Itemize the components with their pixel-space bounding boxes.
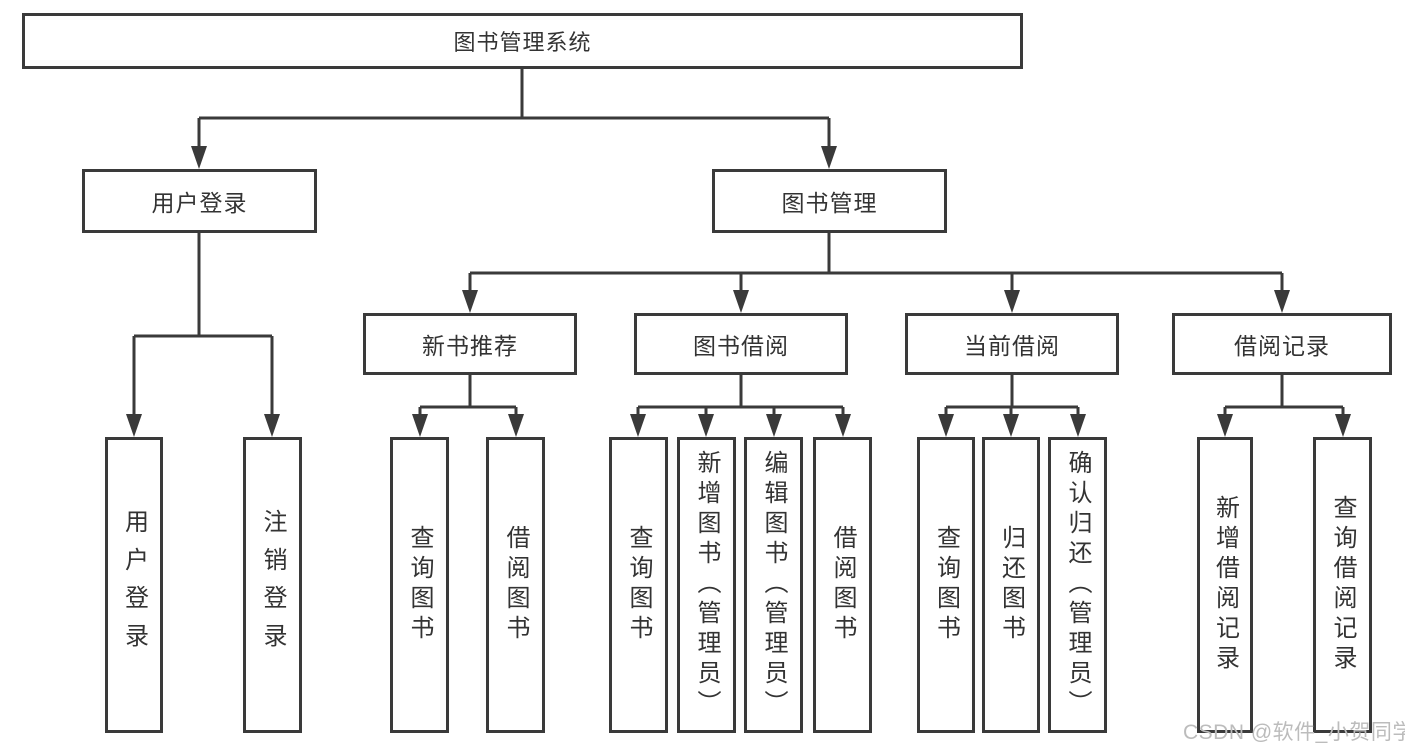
leaf-label: 查询图书 <box>625 525 652 645</box>
leaf-add-borrow-record: 新增借阅记录 <box>1197 437 1253 733</box>
leaf-borrow-books-recommend: 借阅图书 <box>486 437 545 733</box>
leaf-label: 归还图书 <box>997 525 1025 645</box>
leaf-confirm-return-admin: 确认归还（管理员） <box>1048 437 1107 733</box>
node-label: 当前借阅 <box>964 333 1060 359</box>
node-label: 图书管理系统 <box>453 30 592 55</box>
leaf-query-books-recommend: 查询图书 <box>390 437 449 733</box>
leaf-edit-books-admin: 编辑图书（管理员） <box>744 437 803 733</box>
node-new-book-recommend: 新书推荐 <box>363 313 577 375</box>
node-label: 用户登录 <box>151 190 248 216</box>
leaf-label: 查询图书 <box>932 525 960 645</box>
leaf-user-login: 用户登录 <box>105 437 163 733</box>
leaf-label: 编辑图书（管理员） <box>760 450 787 720</box>
leaf-add-books-admin: 新增图书（管理员） <box>677 437 736 733</box>
leaf-label: 新增借阅记录 <box>1211 495 1239 675</box>
node-book-borrowing: 图书借阅 <box>634 313 848 375</box>
node-library-management-system: 图书管理系统 <box>22 13 1023 69</box>
node-label: 借阅记录 <box>1234 333 1330 359</box>
leaf-label: 查询图书 <box>406 525 433 645</box>
node-label: 图书管理 <box>781 190 878 216</box>
leaf-query-books-borrowing: 查询图书 <box>609 437 668 733</box>
node-borrowing-records: 借阅记录 <box>1172 313 1392 375</box>
leaf-label: 确认归还（管理员） <box>1064 450 1091 720</box>
node-user-login: 用户登录 <box>82 169 317 233</box>
node-label: 新书推荐 <box>422 333 518 359</box>
leaf-query-borrow-record: 查询借阅记录 <box>1313 437 1372 733</box>
leaf-label: 注销登录 <box>259 509 286 661</box>
node-book-management: 图书管理 <box>712 169 947 233</box>
leaf-label: 查询借阅记录 <box>1329 495 1356 675</box>
leaf-logout: 注销登录 <box>243 437 302 733</box>
leaf-query-books-current: 查询图书 <box>917 437 975 733</box>
leaf-borrow-books: 借阅图书 <box>813 437 872 733</box>
leaf-label: 借阅图书 <box>502 525 529 645</box>
node-current-borrowing: 当前借阅 <box>905 313 1119 375</box>
csdn-watermark: CSDN @软件_小贺同学 <box>1183 721 1405 744</box>
leaf-return-books: 归还图书 <box>982 437 1040 733</box>
leaf-label: 借阅图书 <box>829 525 856 645</box>
leaf-label: 用户登录 <box>120 509 148 661</box>
node-label: 图书借阅 <box>693 333 789 359</box>
leaf-label: 新增图书（管理员） <box>693 450 720 720</box>
